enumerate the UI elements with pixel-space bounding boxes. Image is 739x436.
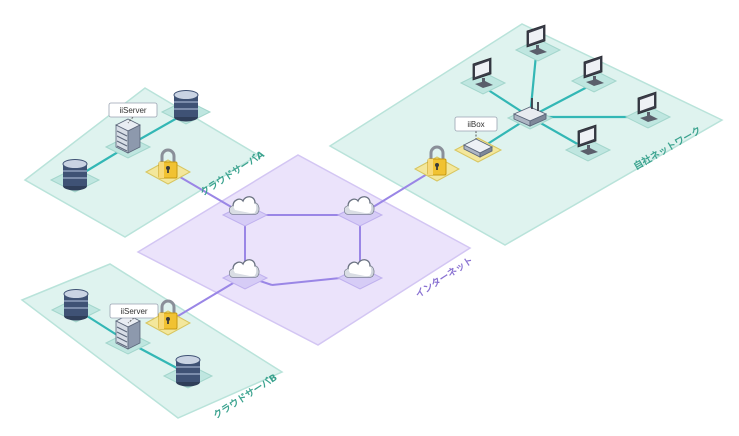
iiserver-b-label: iiServer [120, 307, 147, 316]
cloud-node-top-right[interactable] [336, 196, 384, 227]
database-a-top[interactable] [160, 89, 212, 125]
database-icon [62, 158, 88, 192]
server-icon [115, 118, 141, 154]
server-icon [115, 314, 141, 350]
database-icon [63, 288, 89, 322]
iiserver-a-callout: iiServer [108, 102, 158, 124]
iiserver-b-callout: iiServer [109, 303, 159, 324]
iibox-label: iiBox [467, 120, 484, 129]
pc-far-right[interactable] [624, 91, 672, 129]
zone-internet [136, 154, 472, 346]
zone-cloud-server-a [23, 87, 260, 238]
iibox-callout: iiBox [454, 116, 498, 139]
database-a-bottom[interactable] [49, 158, 101, 193]
pc-right-upper[interactable] [570, 55, 618, 93]
iiserver-b[interactable] [104, 314, 152, 355]
lock-b [144, 299, 192, 336]
cloud-node-bottom-right[interactable] [336, 259, 384, 290]
iiserver-a[interactable] [104, 118, 152, 159]
database-b-top[interactable] [50, 288, 102, 323]
pc-left[interactable] [459, 57, 507, 95]
cloud-node-bottom-left[interactable] [221, 259, 269, 290]
pc-bottom[interactable] [564, 124, 612, 162]
iibox[interactable] [453, 137, 503, 163]
pc-top[interactable] [514, 24, 562, 62]
cloud-node-top-left[interactable] [221, 196, 269, 227]
database-b-bottom[interactable] [162, 354, 214, 389]
database-icon [173, 89, 199, 123]
lock-company [413, 145, 461, 182]
iiserver-a-label: iiServer [119, 106, 146, 115]
router[interactable] [506, 97, 554, 130]
lock-a [144, 148, 192, 185]
zone-company-network [328, 23, 724, 246]
database-icon [175, 354, 201, 388]
